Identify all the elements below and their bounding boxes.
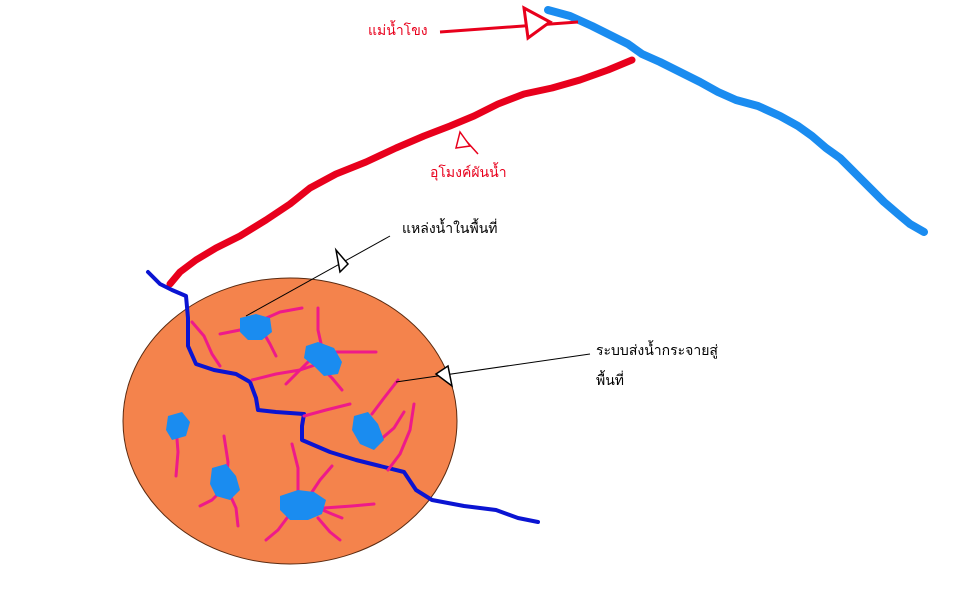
water-source [280, 490, 326, 520]
leader-line-water-sources [245, 235, 391, 317]
pointer-line-mekong [439, 20, 579, 34]
arrowhead-distribution [434, 364, 454, 388]
branch-canal [302, 402, 352, 418]
branch-canals [174, 306, 416, 542]
arrowhead-water-sources [334, 247, 350, 274]
label-diversion-tunnel: อุโมงค์ผันน้ำ [430, 165, 507, 181]
branch-canal [322, 502, 376, 510]
water-source [240, 314, 272, 340]
arrowhead-tunnel [455, 130, 472, 149]
branch-canal [310, 464, 334, 494]
branch-canal [284, 358, 312, 386]
label-local-water-sources: แหล่งน้ำในพื้นที่ [402, 221, 498, 237]
service-area-circle [122, 277, 458, 565]
branch-canal [264, 512, 292, 542]
label-mekong-river: แม่น้ำโขง [368, 23, 428, 39]
water-source [352, 412, 384, 450]
leader-lines [245, 235, 591, 388]
branch-canal [316, 306, 324, 350]
water-source [166, 412, 190, 440]
label-distribution-system-line1: ระบบส่งน้ำกระจายสู่ [596, 343, 718, 359]
water-source [304, 342, 342, 376]
branch-canal [316, 516, 342, 542]
leader-line-distribution [395, 353, 591, 383]
diversion-tunnel-line [166, 56, 636, 288]
main-canal-line [146, 270, 540, 524]
arrowhead-mekong [522, 5, 553, 41]
water-source [210, 464, 240, 500]
branch-canal [250, 362, 320, 382]
branch-canal [290, 442, 300, 496]
water-sources [166, 314, 384, 520]
branch-canal [386, 402, 416, 472]
branch-canal [190, 320, 222, 368]
branch-canal [370, 378, 400, 416]
branch-canal [378, 410, 406, 442]
red-pointers [439, 5, 579, 155]
branch-canal [260, 306, 304, 322]
mekong-river-line [544, 6, 928, 236]
label-distribution-system-line2: พื้นที่ [596, 373, 625, 389]
